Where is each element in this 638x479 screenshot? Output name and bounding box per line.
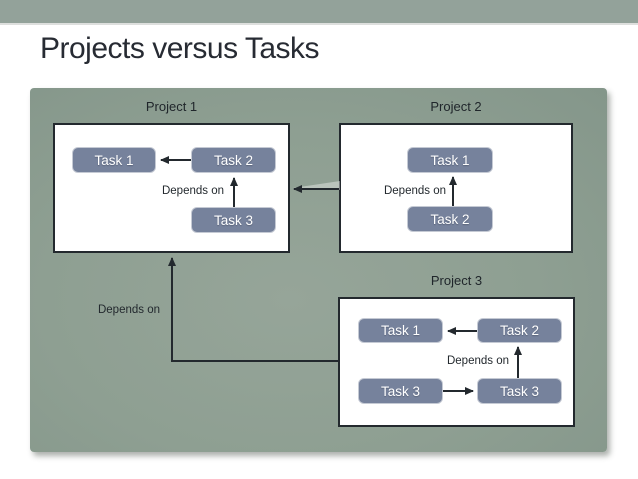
top-accent-bar [0,0,638,25]
p3-task-3-left: Task 3 [358,378,443,404]
p1-task-2: Task 2 [191,147,276,173]
external-depends-label: Depends on [97,304,161,316]
p2-depends-label: Depends on [383,185,447,197]
p1-depends-label: Depends on [161,185,225,197]
project-1-label: Project 1 [145,99,198,114]
p1-task-1: Task 1 [72,147,156,173]
p3-task-2: Task 2 [477,318,562,343]
p1-task-3: Task 3 [191,207,276,233]
slide-title: Projects versus Tasks [40,32,320,65]
p2-task-2: Task 2 [407,206,493,232]
p3-task-3-right: Task 3 [477,378,562,404]
project-3-label: Project 3 [430,273,483,288]
p3-task-1: Task 1 [358,318,443,343]
p3-depends-label: Depends on [446,355,510,367]
project-2-label: Project 2 [430,99,482,114]
p2-task-1: Task 1 [407,147,493,173]
